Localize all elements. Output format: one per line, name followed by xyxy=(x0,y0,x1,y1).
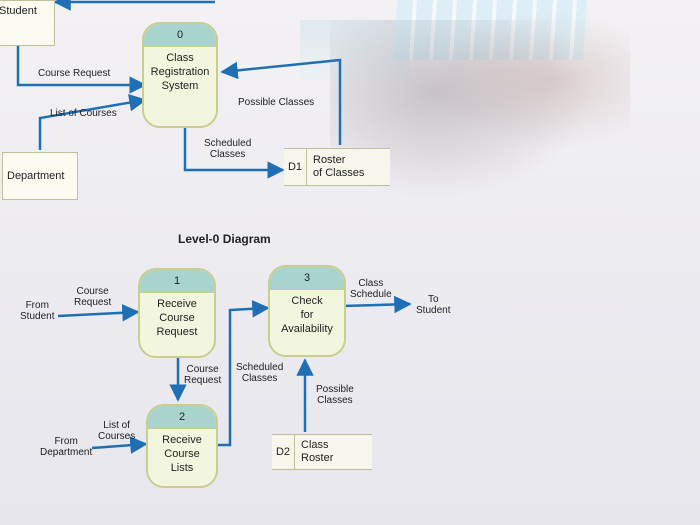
process-0-line-1: Class xyxy=(166,52,194,64)
label-course-request-1-2-2: Request xyxy=(184,375,222,386)
store-d2: D2 Class Roster xyxy=(272,434,372,470)
entity-student-label: Student xyxy=(0,5,37,17)
label-scheduled-line-1: Scheduled xyxy=(204,138,252,149)
label-scheduled-classes-0: Scheduled Classes xyxy=(236,362,283,384)
process-1: 1 Receive Course Request xyxy=(138,268,216,358)
process-2-name: Receive Course Lists xyxy=(148,429,216,475)
window-reflection xyxy=(300,20,410,80)
process-2: 2 Receive Course Lists xyxy=(146,404,218,488)
label-course-request-in: Course Request xyxy=(74,286,111,308)
flow-from-department xyxy=(91,436,148,454)
entity-department: Department xyxy=(2,152,78,200)
label-course-request: Course Request xyxy=(38,68,111,79)
process-3-name: Check for Availability xyxy=(270,290,344,336)
process-2-line-1: Receive xyxy=(162,434,202,446)
label-scheduled-classes-1: Scheduled xyxy=(236,362,284,373)
process-3-line-2: for xyxy=(300,309,314,321)
process-0-id: 0 xyxy=(144,24,216,47)
label-class-schedule: Class Schedule xyxy=(350,278,392,300)
label-to-student: To Student xyxy=(416,294,450,316)
label-course-request-1-2-1: Course xyxy=(186,364,219,375)
process-1-line-3: Request xyxy=(156,326,198,338)
process-3: 3 Check for Availability xyxy=(268,265,346,357)
store-d1-line-2: of Classes xyxy=(313,167,365,179)
process-2-line-2: Course xyxy=(164,448,200,460)
label-class-schedule-2: Schedule xyxy=(350,289,392,300)
store-d2-name: Class Roster xyxy=(295,439,333,465)
label-possible-classes: Possible Classes xyxy=(238,97,315,108)
process-1-line-2: Course xyxy=(159,312,195,324)
store-d1: D1 Roster of Classes xyxy=(284,148,390,186)
label-possible-classes-2: Classes xyxy=(317,395,353,406)
flow-list-of-courses xyxy=(38,94,147,150)
flow-possible-classes xyxy=(220,58,342,145)
flow-class-schedule xyxy=(341,295,412,314)
label-course-request-1-2: Course Request xyxy=(184,364,221,386)
process-2-id: 2 xyxy=(148,406,216,429)
flow-scheduled-classes xyxy=(183,122,285,179)
label-possible-classes-1: Possible xyxy=(316,384,354,395)
label-from-student: From Student xyxy=(20,300,54,322)
process-1-line-1: Receive xyxy=(157,298,197,310)
process-0-line-2: Registration xyxy=(150,66,210,78)
process-0-name: Class Registration System xyxy=(144,47,216,93)
store-d2-line-1: Class xyxy=(301,439,329,451)
entity-department-label: Department xyxy=(7,170,65,182)
flow-scheduled-classes-2-3 xyxy=(214,300,270,447)
label-list-of-courses-2: Courses xyxy=(98,431,136,442)
label-course-request-in-2: Request xyxy=(74,297,112,308)
process-0-line-3: System xyxy=(161,80,199,92)
process-1-id: 1 xyxy=(140,270,214,293)
label-scheduled-line-2: Classes xyxy=(209,149,246,160)
diagram-title: Level-0 Diagram xyxy=(178,232,271,246)
label-class-schedule-1: Class xyxy=(358,278,384,289)
label-course-request-in-1: Course xyxy=(76,286,109,297)
store-d1-id: D1 xyxy=(284,149,307,185)
label-to-student-1: To xyxy=(427,294,439,305)
store-d1-line-1: Roster xyxy=(313,154,346,166)
process-3-id: 3 xyxy=(270,267,344,290)
process-2-line-3: Lists xyxy=(170,462,194,474)
store-d1-name: Roster of Classes xyxy=(307,154,364,180)
flow-from-student xyxy=(57,304,140,322)
label-list-of-courses-0: List of Courses xyxy=(98,420,135,442)
label-list-of-courses: List of Courses xyxy=(50,108,117,119)
process-0: 0 Class Registration System xyxy=(142,22,218,128)
label-possible-classes-0: Possible Classes xyxy=(316,384,354,406)
process-1-name: Receive Course Request xyxy=(140,293,214,339)
person-reflection-2 xyxy=(430,10,630,150)
label-from-student-1: From xyxy=(25,300,49,311)
label-from-department: From Department xyxy=(40,436,92,458)
store-d2-id: D2 xyxy=(272,435,295,469)
label-from-department-2: Department xyxy=(40,447,93,458)
process-3-line-1: Check xyxy=(291,295,323,307)
flow-course-request xyxy=(16,42,147,94)
label-from-department-1: From xyxy=(54,436,78,447)
label-to-student-2: Student xyxy=(416,305,451,316)
label-from-student-2: Student xyxy=(20,311,55,322)
label-scheduled-classes-2: Classes xyxy=(241,373,278,384)
entity-student: Student xyxy=(0,0,55,46)
process-3-line-3: Availability xyxy=(281,323,333,335)
store-d2-line-2: Roster xyxy=(301,452,334,464)
label-list-of-courses-1: List of xyxy=(103,420,130,431)
label-scheduled-classes: Scheduled Classes xyxy=(204,138,251,160)
